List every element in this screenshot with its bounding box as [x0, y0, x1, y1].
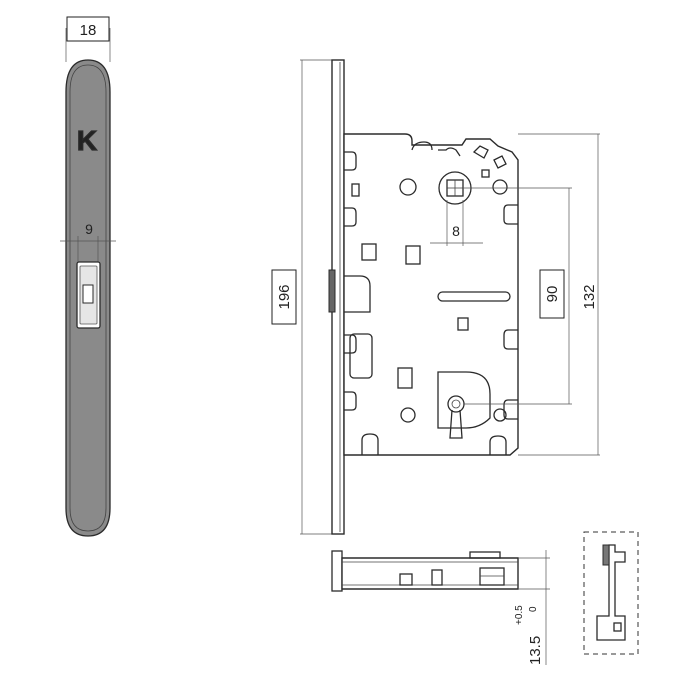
small-bracket-4: [397, 367, 413, 389]
side-notch-2: [431, 569, 443, 586]
tolerance-zero-label: 0: [528, 606, 539, 612]
key-outline: [596, 544, 626, 641]
faceplate-front-view: 18 K 9: [60, 16, 116, 537]
brand-logo-k: K: [77, 125, 97, 156]
side-view: 13.5 +0.5 0: [331, 550, 550, 665]
top-tab-3: [472, 145, 489, 159]
key-detail-frame: [583, 531, 639, 655]
height-label-box: [271, 269, 297, 325]
width-label-box: [66, 16, 110, 42]
case-tab-2: [344, 207, 357, 227]
rivet-hole-3: [400, 407, 416, 423]
keyhole-plate: [437, 371, 491, 429]
side-faceplate: [331, 550, 343, 592]
side-notch-1: [399, 573, 413, 586]
key-bit-hole: [613, 622, 622, 632]
case-tab-right-2: [503, 329, 518, 350]
thickness-label: 13.5: [527, 636, 544, 665]
small-bracket-3: [457, 317, 469, 331]
key-shaft-dark: [602, 544, 610, 566]
side-top-tab: [469, 551, 501, 559]
small-bracket-2: [405, 245, 421, 265]
lock-case: [343, 133, 519, 456]
spindle-size-label: 8: [452, 223, 460, 239]
side-block: [479, 567, 505, 586]
keyhole-bit-slot: [449, 409, 463, 439]
rivet-hole-2: [492, 179, 508, 195]
case-tab-right-1: [503, 204, 518, 225]
rivet-hole-1: [399, 178, 417, 196]
spacing-label: 90: [544, 286, 561, 303]
backset-label: 132: [581, 284, 598, 309]
top-square-hole: [481, 169, 490, 178]
latch-tongue: [82, 284, 94, 304]
small-bracket-1: [361, 243, 377, 261]
lock-body-view: 196: [271, 59, 600, 535]
case-tab-1: [344, 151, 357, 171]
faceplate-tab: [328, 269, 336, 313]
key-detail: [583, 531, 639, 655]
slot-width-label: 9: [85, 221, 93, 237]
lever-arm: [349, 333, 373, 379]
top-tab-1: [411, 141, 433, 151]
small-slot-1: [351, 183, 360, 197]
case-tab-4: [344, 391, 357, 411]
bottom-tab-2: [489, 435, 507, 455]
tolerance-plus-label: +0.5: [514, 605, 525, 625]
rivet-hole-4: [493, 408, 507, 422]
side-case: [341, 557, 519, 590]
bottom-tab-1: [361, 433, 379, 455]
faceplate-width-label: 18: [80, 22, 97, 39]
case-tab-3: [344, 334, 357, 354]
top-tab-4: [493, 155, 507, 169]
keyhole-center: [451, 399, 461, 409]
top-tab-2: [438, 147, 461, 157]
latch-bolt: [344, 275, 371, 313]
horizontal-slot: [437, 291, 511, 302]
faceplate-bevel: [69, 64, 107, 532]
height-label: 196: [276, 284, 293, 309]
spacing-label-box: [539, 269, 565, 319]
